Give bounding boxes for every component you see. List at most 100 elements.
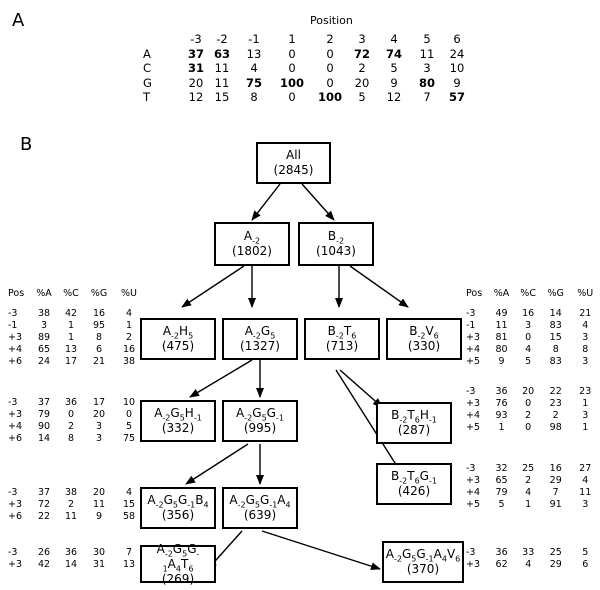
stats-cell: +3 — [8, 409, 23, 420]
stats-cell: 4 — [525, 559, 532, 570]
stats-cell: 20 — [92, 487, 106, 498]
node-count: (995) — [243, 421, 277, 435]
stats-cell: 5 — [125, 421, 133, 432]
frequency-cell: 12 — [386, 90, 402, 104]
frequency-cell: 11 — [214, 61, 230, 75]
tree-node-a2g5: A-2G5(1327) — [222, 318, 298, 360]
tree-node-b2: B-2(1043) — [298, 222, 374, 266]
frequency-cell: 5 — [390, 61, 398, 75]
stats-cell: 62 — [495, 559, 508, 570]
stats-cell: 91 — [549, 499, 562, 510]
stats-cell: 0 — [125, 409, 133, 420]
node-count: (475) — [161, 339, 195, 353]
stats-cell: 79 — [37, 409, 51, 420]
stats-cell: -3 — [466, 308, 476, 319]
node-label: A-2 — [243, 229, 261, 246]
stats-cell: +3 — [466, 398, 481, 409]
stats-cell: 38 — [122, 356, 136, 367]
stats-cell: +3 — [466, 332, 481, 343]
stats-cell: 21 — [579, 308, 592, 319]
stats-cell: 3 — [582, 499, 589, 510]
stats-cell: 22 — [549, 386, 562, 397]
stats-cell: 17 — [92, 397, 106, 408]
stats-cell: 36 — [495, 386, 508, 397]
position-header: 1 — [288, 32, 296, 46]
stats-cell: 29 — [549, 559, 562, 570]
stats-cell: 26 — [37, 547, 51, 558]
frequency-cell: 13 — [246, 46, 262, 61]
stats-cell: 3 — [582, 356, 589, 367]
frequency-cell: 100 — [317, 90, 342, 104]
tree-node-a2h5: A-2H5(475) — [140, 318, 216, 360]
node-count: (1802) — [232, 244, 272, 258]
node-count: (269) — [161, 571, 195, 586]
node-count: (1043) — [316, 244, 356, 258]
stats-cell: 3 — [582, 410, 589, 421]
stats-cell: 10 — [122, 397, 136, 408]
edge-a2-to-a2h5 — [181, 265, 245, 308]
stats-cell: 0 — [67, 409, 75, 420]
frequency-cell: 8 — [250, 90, 258, 104]
stats-cell: %G — [90, 288, 108, 299]
frequency-cell: 20 — [354, 75, 370, 90]
frequency-cell: 4 — [250, 61, 258, 75]
stats-cell: 1 — [498, 422, 505, 433]
stats-cell: 0 — [525, 422, 532, 433]
stats-cell: 3 — [95, 433, 103, 444]
tree-node-all: All(2845) — [256, 142, 331, 184]
stats-cell: %U — [577, 288, 594, 299]
stats-cell: 38 — [64, 487, 78, 498]
stats-cell: 2 — [525, 475, 532, 486]
stats-cell: 4 — [582, 320, 589, 331]
frequency-cell: 74 — [385, 46, 402, 61]
tree-node-a2g5g1a4: A-2G5G-1A4(639) — [222, 487, 298, 529]
stats-cell: 9 — [95, 511, 103, 522]
frequency-cell: 2 — [358, 61, 366, 75]
stats-cell: -1 — [8, 320, 18, 331]
edge-all-to-b2 — [301, 183, 335, 221]
node-count: (356) — [161, 508, 195, 522]
node-label: A-2G5G-1A4T6 — [156, 541, 200, 573]
stats-cell: +3 — [8, 559, 23, 570]
node-count: (1327) — [240, 339, 280, 353]
edge-all-to-a2 — [251, 183, 281, 221]
stats-cell: 0 — [525, 332, 532, 343]
frequency-cell: 7 — [423, 90, 431, 104]
node-label: A-2G5G-1B4 — [147, 493, 209, 510]
stats-cell: 30 — [92, 547, 106, 558]
edge-a2g5-to-a2g5h1 — [189, 359, 253, 398]
stats-cell: 93 — [495, 410, 508, 421]
stats-cell: 81 — [495, 332, 508, 343]
node-label: B-2T6 — [327, 324, 357, 341]
stats-cell: -1 — [466, 320, 476, 331]
stats-cell: 2 — [552, 410, 559, 421]
stats-cell: 4 — [125, 487, 133, 498]
stats-cell: -3 — [466, 386, 476, 397]
stats-cell: 8 — [95, 332, 103, 343]
stats-cell: 3 — [95, 421, 103, 432]
node-label: A-2G5 — [244, 324, 276, 341]
node-label: A-2H5 — [162, 324, 194, 341]
tree-node-a2g5h1: A-2G5H-1(332) — [140, 400, 216, 442]
frequency-cell: 0 — [288, 46, 296, 61]
frequency-cell: 57 — [448, 90, 465, 104]
stats-cell: 17 — [64, 356, 78, 367]
